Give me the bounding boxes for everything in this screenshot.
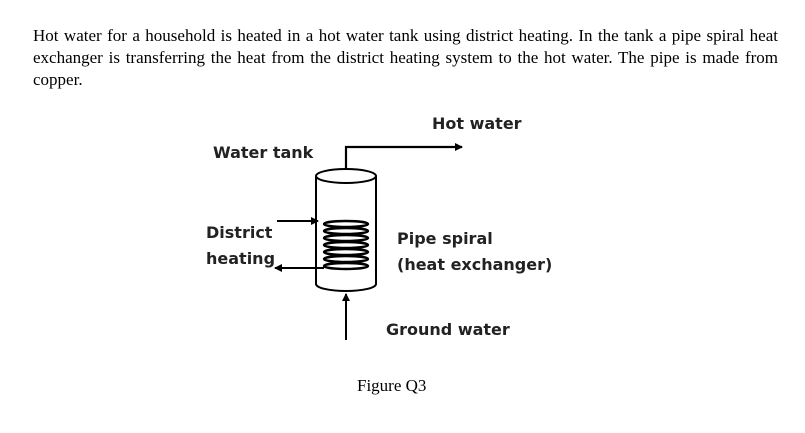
hot-water-outlet-pipe (344, 143, 463, 170)
question-text: Hot water for a household is heated in a… (33, 26, 778, 89)
figure-caption: Figure Q3 (357, 376, 427, 395)
pipe-spiral-label-line2: (heat exchanger) (397, 255, 553, 274)
ground-water-label: Ground water (386, 320, 510, 339)
district-heating-label-line1: District (206, 223, 273, 242)
water-tank-label: Water tank (213, 143, 314, 162)
pipe-spiral-label-line1: Pipe spiral (397, 229, 493, 248)
district-heating-label-line2: heating (206, 249, 276, 268)
hot-water-label: Hot water (432, 114, 522, 133)
pipe-spiral-coils (322, 219, 370, 271)
